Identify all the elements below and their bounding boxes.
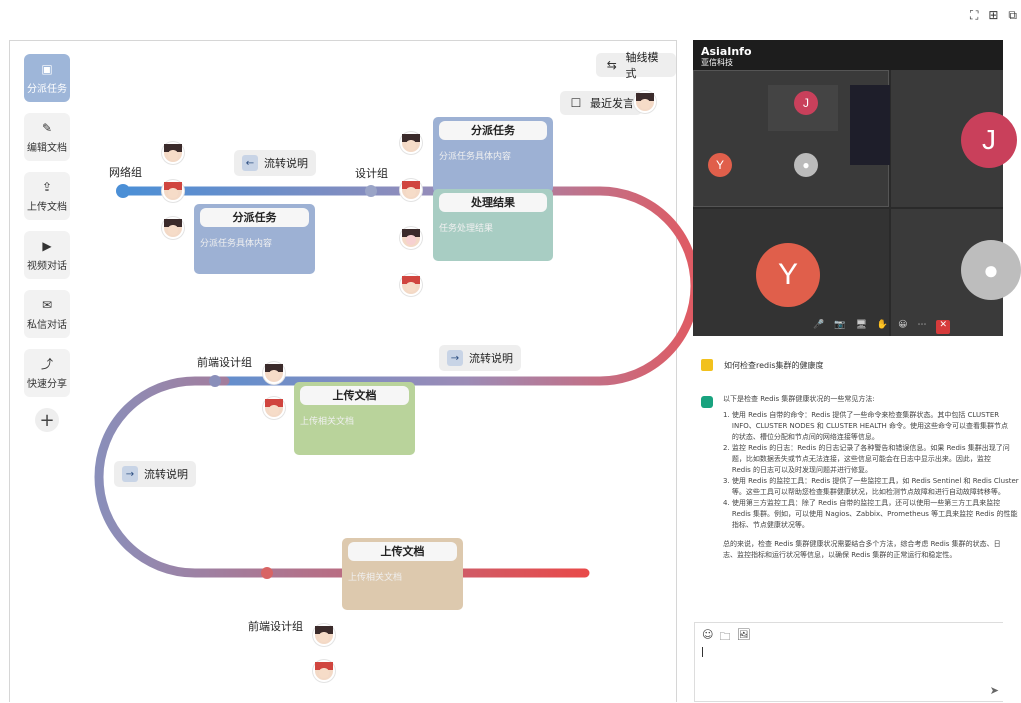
fullscreen-icon[interactable]: ⛶ [969, 8, 979, 22]
avatar[interactable] [162, 217, 184, 239]
swap-icon: ⇆ [606, 58, 617, 72]
arrow-left-icon: ← [242, 155, 258, 171]
mic-icon[interactable]: 🎤 [813, 320, 825, 330]
flow-node [209, 375, 221, 387]
left-toolbar: ▣ 分派任务 ✎ 编辑文档 ⇪ 上传文档 ▶ 视频对话 ✉ 私信对话 ⤴ 快速分… [24, 54, 70, 432]
arrow-right-icon: → [447, 350, 463, 366]
share-icon: ⤴ [40, 356, 53, 371]
call-controls: 🎤 📷 🖥 ✋ 😀 ⋯ ✕ [813, 320, 951, 334]
window-controls: ⛶ ⊞ ⧉ [970, 8, 1017, 23]
group-label-frontend: 前端设计组 [248, 620, 303, 633]
answer-list: 1. 使用 Redis 自带的命令：Redis 提供了一些命令来检查集群状态。其… [723, 411, 1019, 529]
emoji-icon[interactable]: 😀 [898, 320, 908, 330]
tool-quick-share[interactable]: ⤴ 快速分享 [24, 349, 70, 397]
tool-assign-task[interactable]: ▣ 分派任务 [24, 54, 70, 102]
tool-upload-doc[interactable]: ⇪ 上传文档 [24, 172, 70, 220]
more-icon[interactable]: ⋯ [917, 320, 927, 330]
avatar[interactable] [400, 132, 422, 154]
chat-panel: 如何检查redis集群的健康度 以下是检查 Redis 集群健康状况的一些常见方… [693, 344, 1019, 619]
video-top-bar: AsiaInfo 亚信科技 [693, 40, 1003, 70]
flow-node [365, 185, 377, 197]
assistant-icon [701, 396, 713, 408]
send-icon[interactable]: ➤ [989, 684, 999, 697]
user-question: 如何检查redis集群的健康度 [701, 359, 824, 371]
image-icon[interactable]: 🖼 [736, 628, 751, 641]
avatar[interactable] [313, 624, 335, 646]
tool-video-chat[interactable]: ▶ 视频对话 [24, 231, 70, 279]
task-card[interactable]: 分派任务 分派任务具体内容 [433, 117, 553, 193]
camera-icon[interactable]: 📷 [834, 320, 846, 330]
add-tool-button[interactable]: + [35, 408, 59, 432]
avatar[interactable] [263, 397, 285, 419]
asiainfo-logo: AsiaInfo 亚信科技 [701, 45, 752, 67]
avatar[interactable] [634, 91, 656, 113]
panel-icon[interactable]: ⧉ [1008, 8, 1017, 22]
collaboration-canvas: ▣ 分派任务 ✎ 编辑文档 ⇪ 上传文档 ▶ 视频对话 ✉ 私信对话 ⤴ 快速分… [9, 40, 700, 702]
avatar[interactable] [400, 227, 422, 249]
video-icon: ▶ [42, 238, 52, 253]
edit-doc-icon: ✎ [41, 120, 53, 135]
assign-icon: ▣ [41, 61, 53, 76]
upload-icon: ⇪ [41, 179, 53, 194]
group-label-network: 网络组 [109, 166, 142, 179]
input-tools: ☺ 🗀 🖼 [702, 628, 750, 647]
user-icon [701, 359, 713, 371]
flow-note-chip[interactable]: → 流转说明 [439, 345, 521, 371]
user-placeholder-icon: ● [794, 153, 818, 177]
tool-edit-doc[interactable]: ✎ 编辑文档 [24, 113, 70, 161]
upload-card[interactable]: 上传文档 上传相关文档 [294, 382, 415, 455]
recent-speech-button[interactable]: ☐ 最近发言 [560, 91, 642, 115]
flow-note-chip[interactable]: → 流转说明 [114, 461, 196, 487]
avatar[interactable] [400, 179, 422, 201]
participant-avatar: Y [756, 243, 820, 307]
avatar[interactable] [162, 142, 184, 164]
avatar[interactable] [400, 274, 422, 296]
folder-icon[interactable]: 🗀 [719, 630, 731, 643]
group-label-design: 设计组 [355, 167, 388, 180]
tool-private-message[interactable]: ✉ 私信对话 [24, 290, 70, 338]
raise-hand-icon[interactable]: ✋ [876, 320, 889, 330]
assistant-answer: 以下是检查 Redis 集群健康状况的一些常见方法: 1. 使用 Redis 自… [723, 395, 1019, 559]
text-caret [702, 647, 703, 657]
participant-avatar: J [961, 112, 1017, 168]
axis-mode-button[interactable]: ⇆ 轴线模式 [596, 51, 676, 80]
avatar[interactable] [263, 362, 285, 384]
avatar[interactable] [162, 180, 184, 202]
flow-line-bottom [94, 376, 590, 578]
emoji-icon[interactable]: ☺ [702, 628, 714, 641]
flow-node [261, 567, 273, 579]
split-view-icon[interactable]: ⊞ [988, 8, 999, 22]
video-call-panel: AsiaInfo 亚信科技 J Y ● J Y ● 🎤 📷 🖥 ✋ 😀 ⋯ ✕ [693, 40, 1021, 336]
end-call-icon[interactable]: ✕ [936, 320, 951, 334]
screen-share-icon[interactable]: 🖥 [855, 320, 867, 330]
upload-card[interactable]: 上传文档 上传相关文档 [342, 538, 463, 610]
task-card[interactable]: 分派任务 分派任务具体内容 [194, 204, 315, 274]
avatar[interactable] [313, 660, 335, 682]
arrow-right-icon: → [122, 466, 138, 482]
group-label-frontend: 前端设计组 [197, 356, 252, 369]
right-panel: AsiaInfo 亚信科技 J Y ● J Y ● 🎤 📷 🖥 ✋ 😀 ⋯ ✕ [693, 40, 1021, 702]
result-card[interactable]: 处理结果 任务处理结果 [433, 189, 553, 261]
flow-node [116, 184, 130, 198]
chat-input-area[interactable]: ☺ 🗀 🖼 ➤ [694, 622, 1003, 702]
flow-note-chip[interactable]: ← 流转说明 [234, 150, 316, 176]
shared-screen: J Y ● [693, 70, 890, 207]
chat-bubble-icon: ☐ [570, 96, 582, 110]
user-placeholder-icon: ● [961, 240, 1021, 300]
message-icon: ✉ [41, 297, 53, 312]
